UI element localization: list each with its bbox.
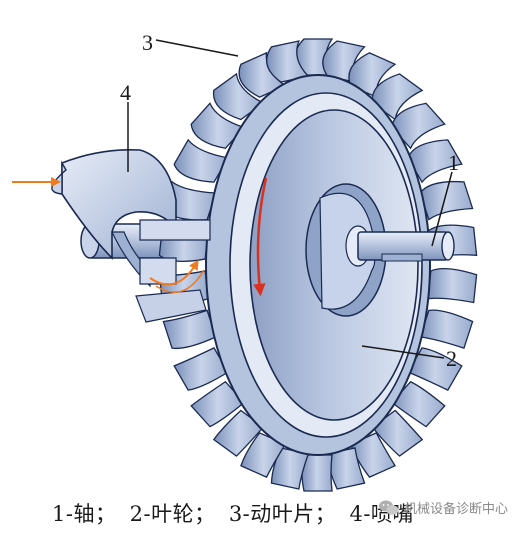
legend-caption: 1-轴； 2-叶轮； 3-动叶片； 4-喷嘴 bbox=[52, 498, 413, 528]
rotor-blade bbox=[212, 72, 265, 121]
impeller-disk bbox=[249, 109, 419, 421]
leader-line-impeller bbox=[361, 345, 445, 359]
rotor-blade bbox=[266, 40, 310, 83]
rotor-blade bbox=[240, 432, 287, 479]
leader-line-blade bbox=[155, 39, 239, 57]
label-impeller-number: 2 bbox=[446, 346, 457, 371]
rotation-arrow bbox=[253, 177, 268, 297]
wechat-icon bbox=[379, 500, 399, 515]
rotor-blade bbox=[371, 73, 424, 121]
leader-line-shaft bbox=[431, 171, 453, 247]
rotor-blade bbox=[419, 309, 474, 349]
rotor-blade bbox=[162, 309, 217, 350]
nozzle bbox=[51, 148, 211, 323]
rotor-blade bbox=[173, 138, 230, 183]
rotor-blade bbox=[419, 180, 474, 221]
rotor-blade bbox=[427, 267, 478, 304]
caption-blade: 3-动叶片； bbox=[228, 502, 337, 526]
rotor-blade bbox=[173, 347, 229, 391]
caption-shaft: 1-轴； bbox=[52, 502, 117, 526]
rotor-blade bbox=[391, 102, 446, 150]
rotor-blade bbox=[190, 380, 246, 428]
shaft-right bbox=[357, 231, 455, 262]
rotor-blade bbox=[190, 102, 246, 149]
caption-impeller: 2-叶轮； bbox=[129, 502, 216, 526]
rotor-blade bbox=[212, 409, 265, 457]
label-blade-number: 3 bbox=[142, 30, 153, 55]
leader-lines bbox=[127, 39, 453, 359]
label-shaft-number: 1 bbox=[448, 150, 459, 175]
rotor-blade bbox=[390, 380, 446, 428]
watermark-text: 机械设备诊断中心 bbox=[404, 502, 509, 517]
watermark: 机械设备诊断中心 bbox=[378, 498, 508, 517]
label-nozzle-number: 4 bbox=[120, 80, 131, 105]
rotor-blade bbox=[407, 347, 463, 391]
rotor-blade bbox=[407, 139, 463, 184]
steam-flow-arrows bbox=[12, 177, 205, 294]
blade-flow-arrow bbox=[149, 259, 199, 286]
